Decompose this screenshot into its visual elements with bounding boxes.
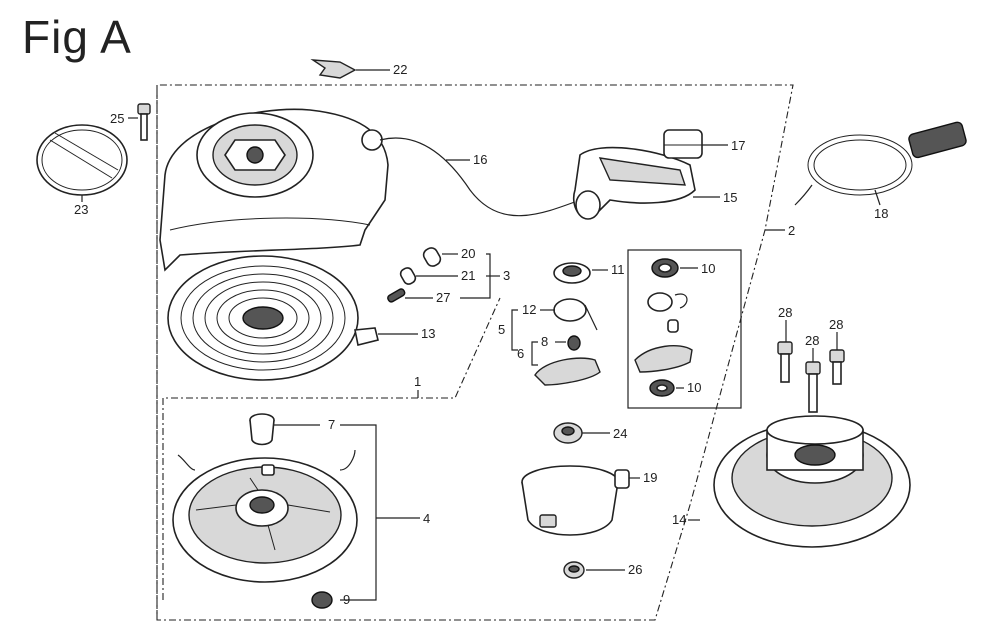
parts-20-21-27-pins <box>387 247 442 303</box>
callout-2: 2 <box>788 223 795 238</box>
callout-28-middle: 28 <box>805 333 819 348</box>
starter-case <box>159 108 389 272</box>
callout-28-right: 28 <box>829 317 843 332</box>
callout-labels: 22 25 23 16 17 15 2 18 20 21 3 27 13 11 … <box>74 62 888 607</box>
part-15-starter-grip <box>573 146 696 220</box>
part-28-bolts <box>777 341 845 413</box>
callout-25: 25 <box>110 111 124 126</box>
callout-4: 4 <box>423 511 430 526</box>
part-4-reel <box>172 449 358 583</box>
callout-11: 11 <box>611 262 625 277</box>
callout-24: 24 <box>613 426 627 441</box>
callout-22: 22 <box>393 62 407 77</box>
part-17-grip-insert <box>663 129 703 159</box>
part-12-ratchet-spring <box>553 298 598 331</box>
part-10-washer-top <box>651 258 679 278</box>
subassembly-box-2 <box>627 249 742 409</box>
callout-3: 3 <box>503 268 510 283</box>
part-10-washer-bottom <box>649 379 675 397</box>
callout-16: 16 <box>473 152 487 167</box>
callout-14: 14 <box>672 512 686 527</box>
part-22-arrow-decal <box>310 59 357 79</box>
assembly-outline <box>156 84 794 621</box>
part-8-friction-spring <box>567 335 581 351</box>
callout-12: 12 <box>522 302 536 317</box>
callout-21: 21 <box>461 268 475 283</box>
callout-18: 18 <box>874 206 888 221</box>
callout-6: 6 <box>517 346 524 361</box>
callout-7: 7 <box>328 417 335 432</box>
part-25-bolt <box>137 103 151 141</box>
callout-10-bottom: 10 <box>687 380 701 395</box>
callout-19: 19 <box>643 470 657 485</box>
callout-9: 9 <box>343 592 350 607</box>
part-9-nut <box>311 591 333 609</box>
part-23-cover-disc <box>36 124 128 196</box>
figure-title: Fig A <box>22 11 132 63</box>
subassembly-box-1 <box>162 297 501 600</box>
part-6-ratchet <box>534 357 601 386</box>
callout-13: 13 <box>421 326 435 341</box>
part-24-nut <box>553 422 583 444</box>
leader-lines <box>81 69 881 601</box>
callout-5: 5 <box>498 322 505 337</box>
callout-17: 17 <box>731 138 745 153</box>
callout-15: 15 <box>723 190 737 205</box>
callout-10-top: 10 <box>701 261 715 276</box>
part-14-starter-pulley <box>713 415 911 548</box>
part-16-starter-rope <box>379 137 581 217</box>
part-26-nut <box>563 561 585 579</box>
part-19-starter-cup <box>521 465 630 536</box>
part-10-box-internals <box>634 292 693 373</box>
part-13-recoil-spring <box>167 255 379 381</box>
callout-8: 8 <box>541 334 548 349</box>
callout-20: 20 <box>461 246 475 261</box>
callout-26: 26 <box>628 562 642 577</box>
callout-28-left: 28 <box>778 305 792 320</box>
callout-27: 27 <box>436 290 450 305</box>
part-11-bearing <box>553 262 591 284</box>
part-7-collar <box>249 413 275 446</box>
callout-23: 23 <box>74 202 88 217</box>
callout-1: 1 <box>414 374 421 389</box>
part-18-stop-cord <box>794 121 967 206</box>
